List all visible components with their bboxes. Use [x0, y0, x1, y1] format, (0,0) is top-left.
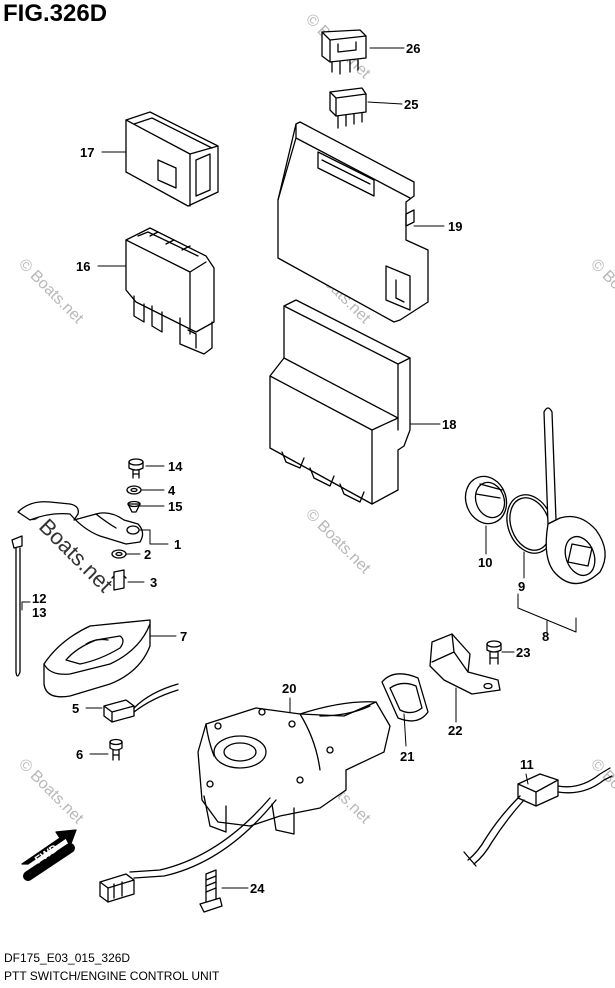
callout-11: 11	[520, 757, 534, 772]
callout-14: 14	[168, 459, 183, 474]
part-26-relay	[321, 29, 367, 75]
callout-19: 19	[448, 219, 462, 234]
part-23-bolt	[486, 640, 502, 665]
callout-4: 4	[168, 483, 176, 498]
callout-3: 3	[150, 575, 157, 590]
part-20-ptt-motor	[129, 701, 391, 879]
figure-code: DF175_E03_015_326D	[4, 951, 131, 965]
part-21-grommet	[381, 673, 429, 722]
callout-2: 2	[144, 547, 151, 562]
callout-17: 17	[80, 145, 94, 160]
watermark: © Boats.net	[587, 256, 615, 328]
part-8-cable-tube	[543, 407, 606, 585]
callout-22: 22	[448, 723, 462, 738]
part-5-switch	[103, 683, 179, 723]
part-4-washer	[126, 485, 142, 495]
part-6-screw	[109, 738, 123, 761]
callout-numbers: 26 25 17 19 16 18 14 4 15 1 2 3 12 13 7 …	[32, 41, 549, 896]
callout-1: 1	[174, 537, 181, 552]
part-19-ecu-cover	[277, 121, 429, 323]
leader-bracket-8	[517, 593, 577, 633]
callout-25: 25	[404, 97, 418, 112]
callout-24: 24	[250, 881, 265, 896]
callout-20: 20	[282, 681, 296, 696]
motor-connector	[99, 873, 135, 903]
watermark: © Boats.net	[15, 756, 87, 828]
part-25-relay	[329, 87, 367, 129]
part-7-switch-housing	[43, 619, 151, 698]
callout-5: 5	[72, 701, 79, 716]
part-14-bolt	[128, 458, 144, 479]
part-1-ptt-switch	[17, 501, 144, 559]
callout-16: 16	[76, 259, 90, 274]
part-12-cable-tie	[11, 535, 23, 677]
callout-8: 8	[542, 629, 549, 644]
callout-18: 18	[442, 417, 456, 432]
callout-12: 12	[32, 591, 46, 606]
leader-lines	[21, 47, 529, 889]
figure-caption: PTT SWITCH/ENGINE CONTROL UNIT	[4, 969, 220, 983]
callout-9: 9	[518, 579, 525, 594]
callout-10: 10	[478, 555, 492, 570]
part-11-harness	[463, 767, 613, 867]
callout-13: 13	[32, 605, 46, 620]
part-15-nut	[127, 500, 141, 513]
callout-6: 6	[76, 747, 83, 762]
part-3-clip	[111, 569, 127, 591]
callout-15: 15	[168, 499, 182, 514]
part-10-gasket	[464, 475, 508, 525]
part-22-bracket	[429, 633, 501, 695]
callout-7: 7	[180, 629, 187, 644]
part-18-ecu	[269, 299, 411, 505]
figure-title: FIG.326D	[3, 0, 108, 27]
part-16-fuse-box	[125, 227, 215, 355]
part-17-fuse-cover	[125, 111, 219, 207]
part-24-bolt	[199, 869, 223, 913]
watermark: © Boats.net	[587, 756, 615, 828]
fwd-arrow: FWD	[21, 829, 77, 881]
callout-26: 26	[406, 41, 420, 56]
callout-21: 21	[400, 749, 414, 764]
watermark: © Boats.net	[302, 506, 374, 578]
callout-23: 23	[516, 645, 530, 660]
